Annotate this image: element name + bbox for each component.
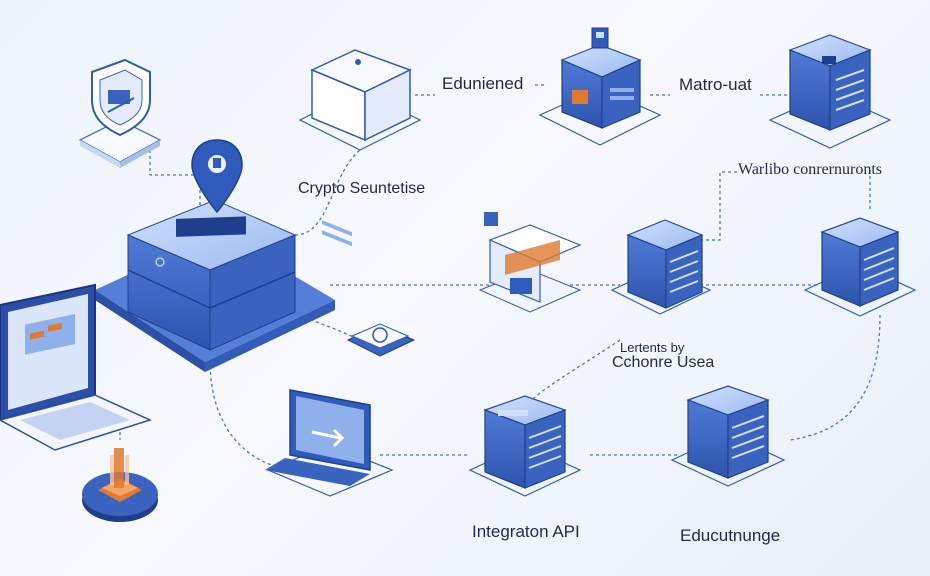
label-eduniened: Eduniened (442, 74, 524, 93)
label-integration-api: Integraton API (472, 522, 580, 541)
connector-line (700, 171, 740, 241)
tablet-device[interactable] (265, 389, 394, 497)
connector-line (259, 299, 356, 339)
cloud-icon[interactable] (82, 448, 158, 522)
server-middle-1[interactable] (610, 219, 712, 315)
connector-line (294, 149, 361, 236)
server-bottom-2[interactable] (670, 385, 786, 487)
shield-icon[interactable] (78, 58, 162, 168)
connection-lines (90, 84, 881, 471)
connector-line (519, 339, 621, 421)
main-database[interactable] (95, 199, 335, 372)
pin-icon (191, 139, 243, 214)
switch-device[interactable] (478, 212, 582, 313)
label-educutnunge: Educutnunge (680, 526, 781, 545)
connector-line (149, 138, 201, 210)
machine-server[interactable] (538, 27, 662, 146)
label-lertents: Lertents by (620, 340, 685, 355)
label-matro-uat: Matro-uat (679, 75, 752, 94)
connector-line (789, 314, 881, 441)
crypto-cube[interactable] (298, 49, 422, 247)
server-top-right[interactable] (768, 34, 892, 149)
label-crypto: Crypto Seuntetise (298, 180, 426, 197)
server-bottom-1[interactable] (468, 395, 582, 497)
connector-line (209, 359, 301, 471)
laptop-icon[interactable] (0, 283, 153, 451)
server-middle-2[interactable] (803, 217, 917, 317)
label-cchonre: Cchonre Usea (612, 354, 715, 371)
chip-device[interactable] (346, 323, 416, 357)
label-warlibo: Warlibo conrernuronts (738, 161, 882, 178)
